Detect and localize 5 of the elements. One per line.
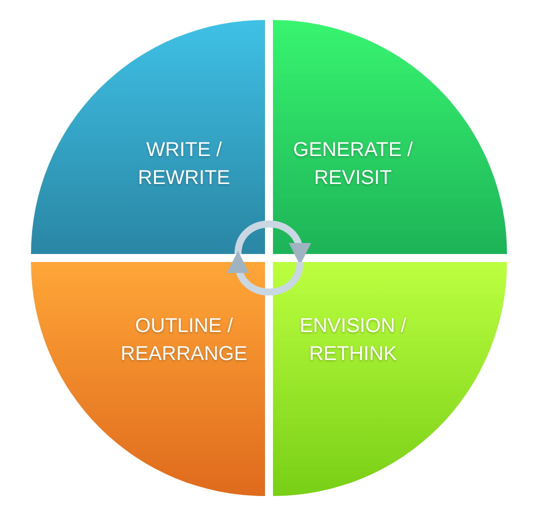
quadrant-label: ENVISION / RETHINK <box>298 314 408 367</box>
quadrant-label: GENERATE / REVISIT <box>292 138 414 191</box>
quadrant-label: WRITE / REWRITE <box>136 138 232 191</box>
quadrant-label: OUTLINE / REARRANGE <box>120 314 248 367</box>
curved-arrow <box>228 250 304 296</box>
